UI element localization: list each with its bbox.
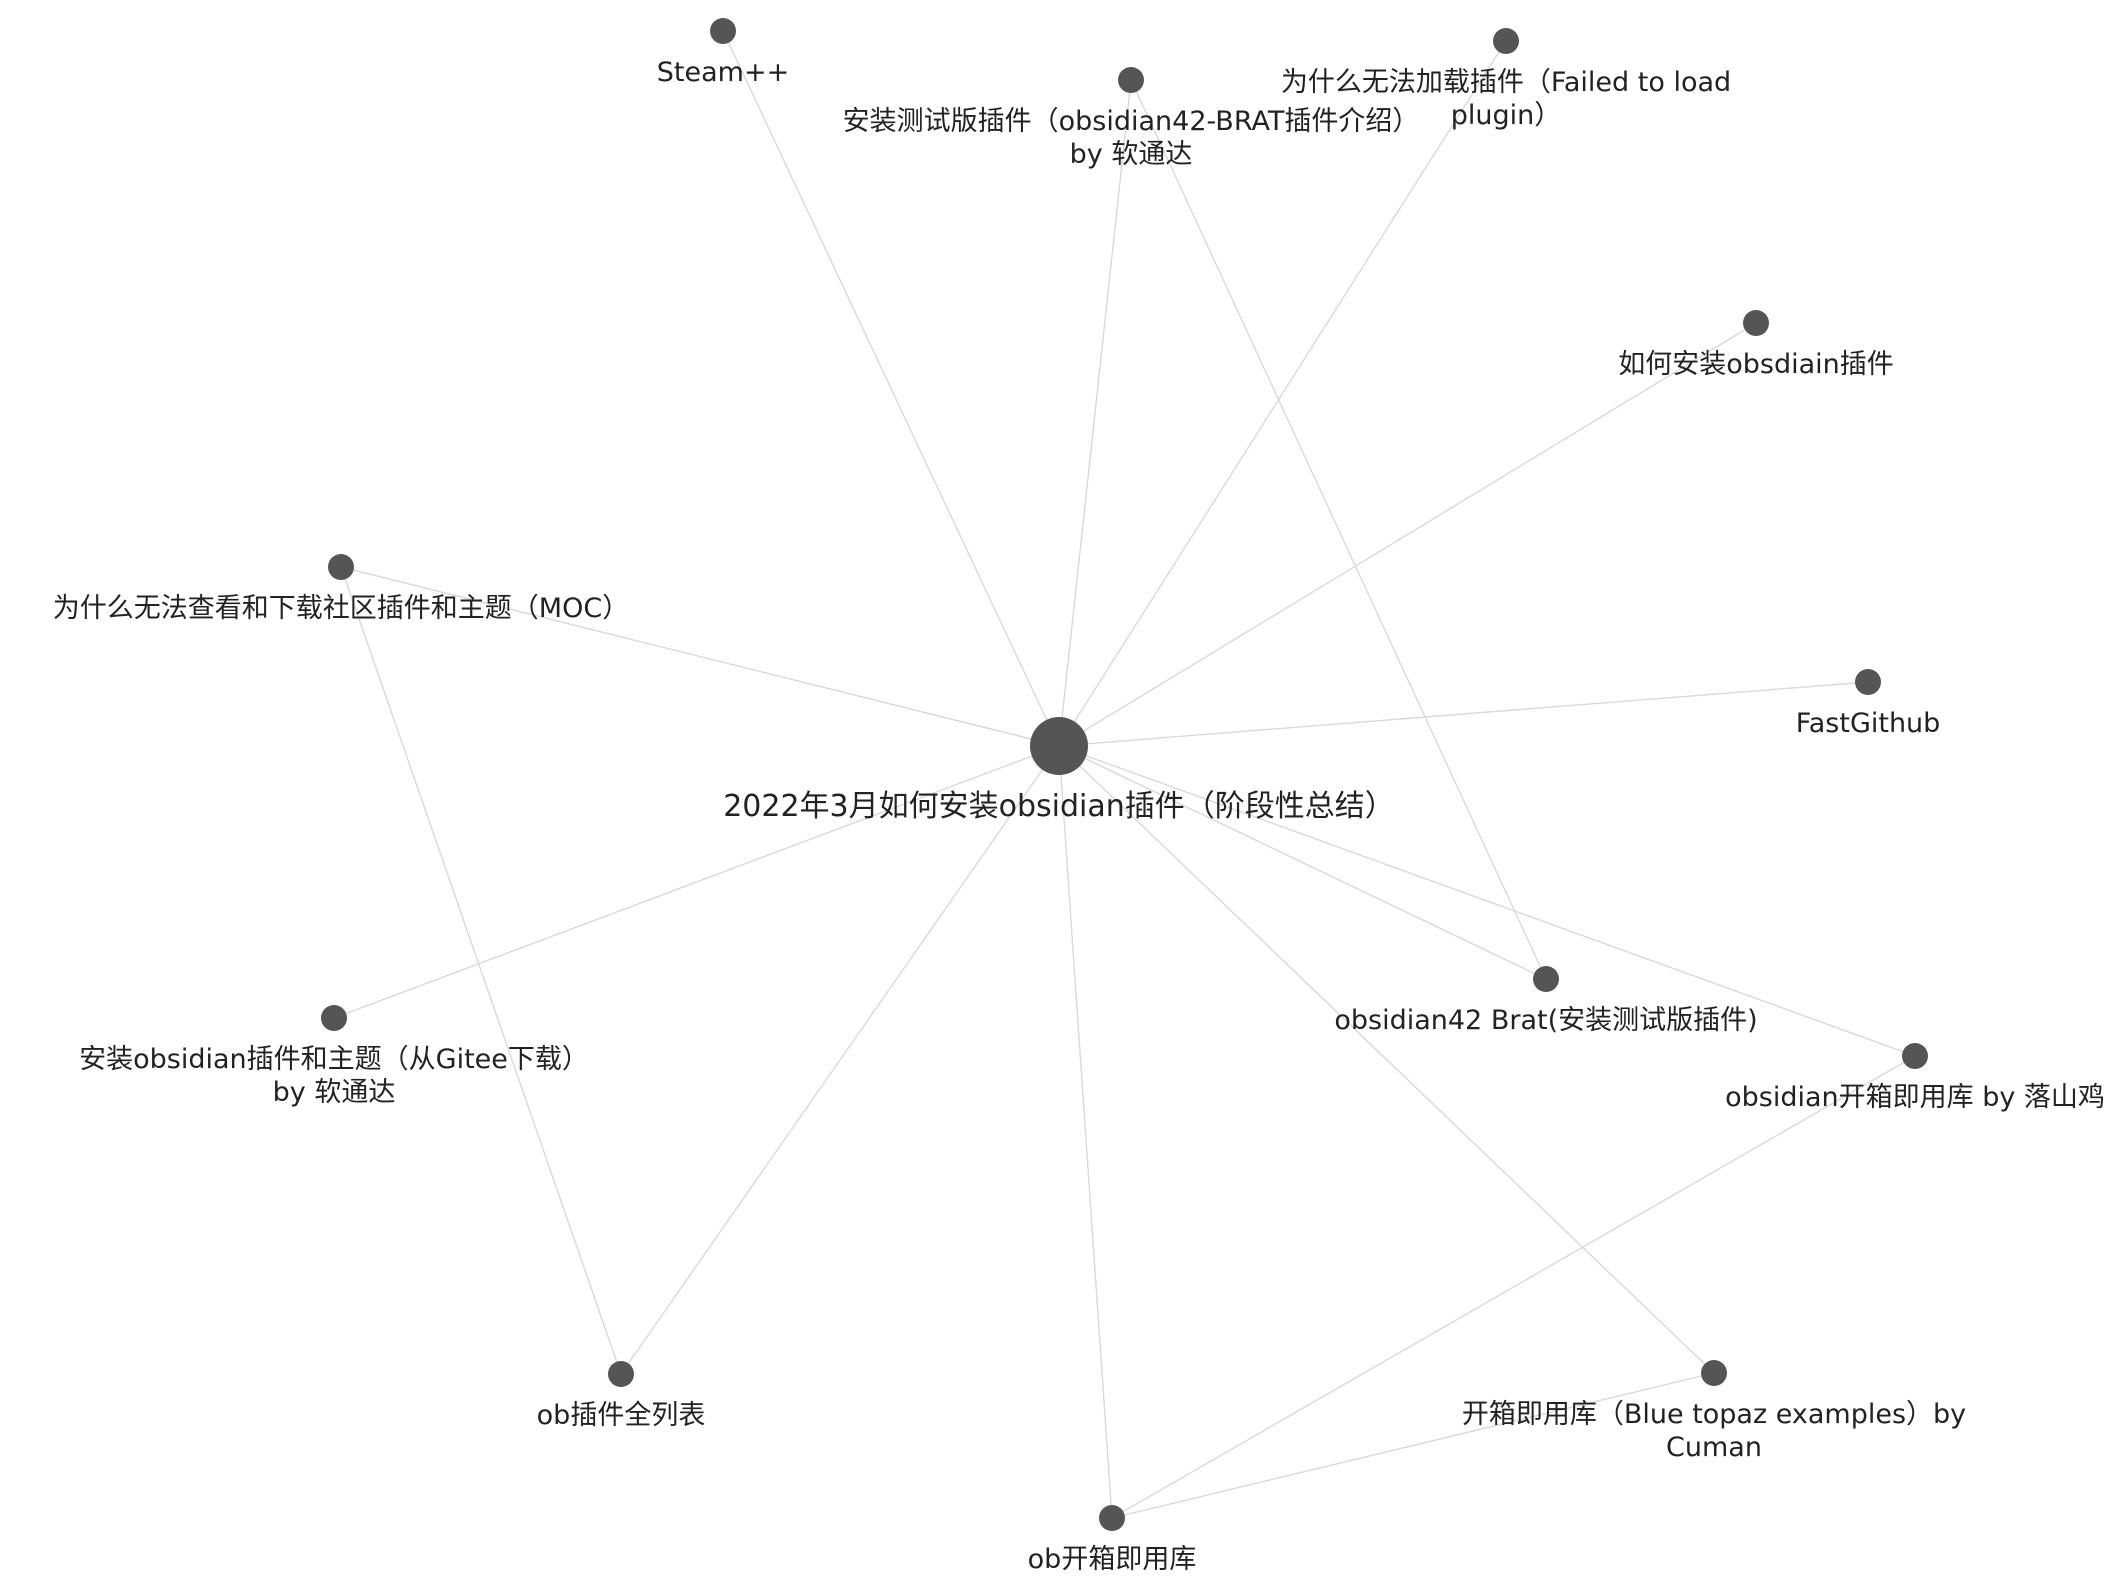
node-label-gitee[interactable]: 安装obsidian插件和主题（从Gitee下载）by 软通达 xyxy=(79,1043,589,1109)
node-label-line: 安装obsidian插件和主题（从Gitee下载） xyxy=(79,1044,589,1075)
node-label-line: 开箱即用库（Blue topaz examples）by xyxy=(1461,1399,1967,1430)
node-how-install[interactable] xyxy=(1743,310,1769,336)
edge-center-blue-topaz xyxy=(1058,745,1715,1374)
edge-blue-topaz-ob-vault xyxy=(1111,1372,1715,1519)
node-label-line: 为什么无法加载插件（Failed to load xyxy=(1280,67,1732,98)
node-label-brat-test[interactable]: 安装测试版插件（obsidian42-BRAT插件介绍）by 软通达 xyxy=(843,105,1420,171)
node-label-brat[interactable]: obsidian42 Brat(安装测试版插件) xyxy=(1334,1004,1757,1037)
edge-center-moc xyxy=(340,566,1060,747)
edge-brat-test-brat xyxy=(1130,79,1547,980)
edges-layer xyxy=(333,30,1916,1519)
node-plugin-list[interactable] xyxy=(608,1361,634,1387)
node-label-moc[interactable]: 为什么无法查看和下载社区插件和主题（MOC） xyxy=(53,592,629,625)
node-label-line: obsidian开箱即用库 by 落山鸡 xyxy=(1725,1082,2105,1113)
node-label-center[interactable]: 2022年3月如何安装obsidian插件（阶段性总结） xyxy=(723,789,1395,825)
edge-center-gitee xyxy=(333,745,1060,1019)
node-label-line: 安装测试版插件（obsidian42-BRAT插件介绍） xyxy=(842,106,1420,137)
node-label-line: FastGithub xyxy=(1795,708,1941,739)
node-label-line: obsidian42 Brat(安装测试版插件) xyxy=(1334,1005,1758,1036)
edge-moc-plugin-list xyxy=(340,566,622,1375)
node-fastgithub[interactable] xyxy=(1855,669,1881,695)
node-label-line: by 软通达 xyxy=(272,1077,396,1108)
edge-center-brat-test xyxy=(1058,79,1132,747)
edge-center-failed-load xyxy=(1058,40,1507,747)
node-label-line: ob插件全列表 xyxy=(536,1400,706,1431)
node-label-fastgithub[interactable]: FastGithub xyxy=(1796,707,1941,740)
edge-center-steam xyxy=(722,30,1060,747)
nodes-layer xyxy=(321,18,1928,1531)
edge-center-how-install xyxy=(1058,322,1757,747)
node-moc[interactable] xyxy=(328,554,354,580)
node-label-steam[interactable]: Steam++ xyxy=(657,56,789,89)
edge-center-ob-vault xyxy=(1058,745,1113,1519)
edge-center-brat xyxy=(1058,745,1547,980)
node-gitee[interactable] xyxy=(321,1005,347,1031)
node-label-line: by 软通达 xyxy=(1069,139,1193,170)
edge-center-plugin-list xyxy=(620,745,1060,1375)
node-label-line: plugin） xyxy=(1450,100,1562,131)
node-luoshanji[interactable] xyxy=(1902,1043,1928,1069)
node-brat-test[interactable] xyxy=(1118,67,1144,93)
node-failed-load[interactable] xyxy=(1493,28,1519,54)
node-label-line: 如何安装obsdiain插件 xyxy=(1618,349,1894,380)
node-label-line: ob开箱即用库 xyxy=(1027,1544,1197,1575)
node-blue-topaz[interactable] xyxy=(1701,1360,1727,1386)
node-label-line: Cuman xyxy=(1666,1432,1762,1463)
node-label-luoshanji[interactable]: obsidian开箱即用库 by 落山鸡 xyxy=(1725,1081,2105,1114)
node-label-plugin-list[interactable]: ob插件全列表 xyxy=(537,1399,706,1432)
node-label-how-install[interactable]: 如何安装obsdiain插件 xyxy=(1618,348,1894,381)
edge-center-luoshanji xyxy=(1058,745,1916,1057)
node-ob-vault[interactable] xyxy=(1099,1505,1125,1531)
node-steam[interactable] xyxy=(710,18,736,44)
node-label-line: 为什么无法查看和下载社区插件和主题（MOC） xyxy=(52,593,630,624)
edge-luoshanji-ob-vault xyxy=(1111,1055,1916,1519)
node-label-line: 2022年3月如何安装obsidian插件（阶段性总结） xyxy=(723,789,1395,824)
node-center[interactable] xyxy=(1030,717,1088,775)
node-brat[interactable] xyxy=(1533,966,1559,992)
edge-center-fastgithub xyxy=(1058,681,1869,747)
node-label-line: Steam++ xyxy=(656,57,790,88)
node-label-ob-vault[interactable]: ob开箱即用库 xyxy=(1028,1543,1197,1576)
